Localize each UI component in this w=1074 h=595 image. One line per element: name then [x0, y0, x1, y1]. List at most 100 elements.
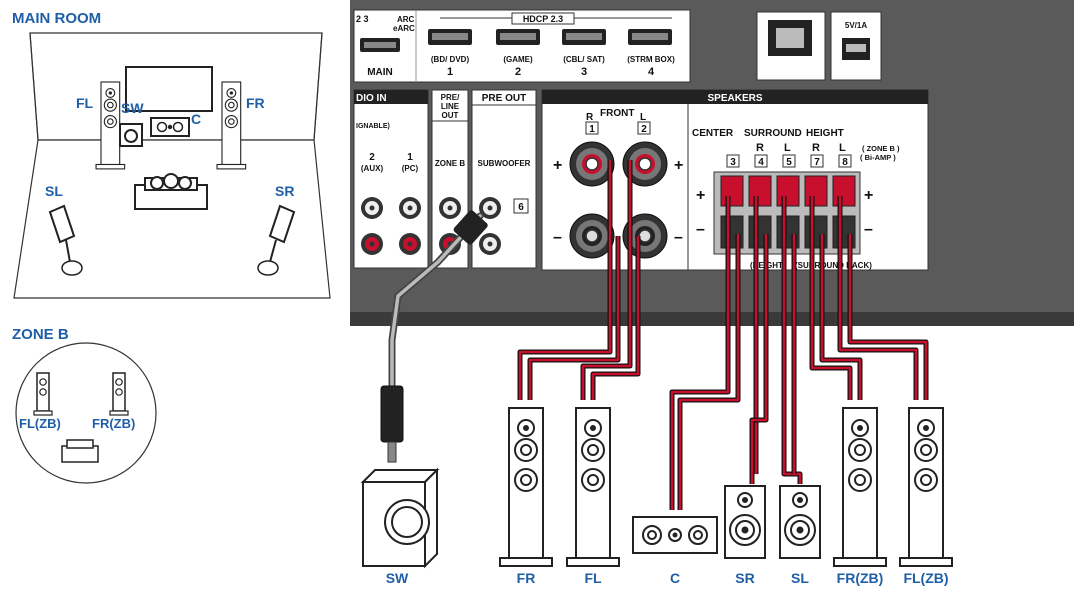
fr-label: FR — [246, 95, 265, 111]
label-fl: FL — [584, 570, 602, 586]
fr-zb-speaker-icon — [109, 372, 129, 416]
pc-rca-white[interactable] — [399, 197, 421, 219]
aux-rca-red[interactable] — [361, 233, 383, 255]
c-label: C — [191, 111, 201, 127]
hdmi-4-num: 4 — [648, 66, 655, 78]
fr-tower-speaker-icon — [499, 407, 553, 567]
spk-minus-left: – — [696, 221, 705, 238]
surround-l-letter: L — [784, 142, 791, 154]
hdmi-main-label: MAIN — [367, 67, 393, 78]
speaker-labels: SW FR FL C SR SL FR(ZB) FL(ZB) — [386, 570, 949, 586]
height-l-letter: L — [839, 142, 846, 154]
arc-text: ARC — [397, 15, 415, 24]
spk-plus-left: + — [696, 187, 705, 204]
sr-label: SR — [275, 183, 294, 199]
hdmi-1-num: 1 — [447, 66, 453, 78]
center-label: CENTER — [692, 128, 734, 139]
sw-speaker-icon — [119, 123, 143, 147]
hdmi-4-sub: (STRM BOX) — [627, 55, 675, 64]
front-minus-left: – — [553, 229, 562, 246]
label-c: C — [670, 570, 680, 586]
hdmi-port-4[interactable]: (STRM BOX) 4 — [627, 29, 675, 78]
hdmi-2-sub: (GAME) — [503, 55, 533, 64]
spring-terminal-block[interactable] — [713, 171, 861, 255]
ethernet-port[interactable] — [756, 11, 826, 81]
fl-tower-speaker-icon — [566, 407, 620, 567]
label-fr-zb: FR(ZB) — [837, 570, 884, 586]
audio-in-header: DIO IN — [356, 93, 387, 104]
subwoofer-rca[interactable] — [479, 197, 501, 219]
usb-label: 5V/1A — [845, 21, 867, 30]
subwoofer-label: SUBWOOFER — [478, 159, 531, 168]
fl-zb-tower-speaker-icon — [899, 407, 953, 567]
sofa-icon — [134, 173, 208, 210]
zone-b-diagram: ZONE B FL(ZB) FR(ZB) — [12, 326, 157, 484]
tv-icon — [125, 66, 213, 112]
hdmi-2-num: 2 — [515, 66, 521, 78]
main-room-title: MAIN ROOM — [12, 10, 101, 27]
fr-zb-tower-speaker-icon — [833, 407, 887, 567]
subwoofer-cable — [380, 210, 488, 463]
front-label: FRONT — [600, 108, 634, 119]
hdcp-label: HDCP 2.3 — [523, 14, 563, 24]
pc-rca-red[interactable] — [399, 233, 421, 255]
fr-zb-label: FR(ZB) — [92, 416, 135, 431]
c-speaker-icon — [150, 117, 190, 137]
front-l-num: 2 — [641, 124, 647, 135]
spk-minus-right: – — [864, 221, 873, 238]
ch-num-3: 3 — [730, 157, 736, 168]
channel-number-boxes: 3 4 5 7 8 — [726, 154, 852, 168]
speakers-header: SPEAKERS — [707, 93, 762, 104]
spk-plus-right: + — [864, 187, 873, 204]
hdmi-3-num: 3 — [581, 66, 587, 78]
label-sr: SR — [735, 570, 754, 586]
pre-line-out-2: LINE — [441, 102, 460, 111]
fl-zb-label: FL(ZB) — [19, 416, 61, 431]
hdmi-port-main[interactable]: MAIN — [360, 38, 400, 78]
aux-label: (AUX) — [361, 164, 384, 173]
subwoofer-num: 6 — [518, 202, 524, 213]
sr-speaker-icon — [257, 204, 296, 276]
zone-b-sofa-icon — [61, 439, 99, 463]
front-l-letter: L — [640, 112, 646, 123]
usb-port[interactable]: 5V/1A — [830, 11, 882, 81]
label-sl: SL — [791, 570, 809, 586]
assignable-text: IGNABLE) — [356, 123, 390, 130]
label-sw: SW — [386, 570, 409, 586]
zone-b-rca-white[interactable] — [439, 197, 461, 219]
pc-num: 1 — [407, 152, 413, 163]
aux-rca-white[interactable] — [361, 197, 383, 219]
sl-bookshelf-speaker-icon — [779, 485, 821, 559]
pre-line-out-1: PRE/ — [441, 93, 460, 102]
front-r-num: 1 — [589, 124, 595, 135]
front-r-plus-terminal[interactable] — [569, 141, 615, 187]
front-r-minus-terminal[interactable] — [569, 213, 615, 259]
subwoofer-rca-2[interactable] — [479, 233, 501, 255]
hdmi-port-1[interactable]: (BD/ DVD) 1 — [428, 29, 472, 78]
front-r-letter: R — [586, 112, 594, 123]
hdmi-1-sub: (BD/ DVD) — [431, 55, 470, 64]
front-plus-right: + — [674, 157, 683, 174]
biamp-note: ( Bi-AMP ) — [860, 153, 896, 162]
label-fr: FR — [517, 570, 536, 586]
receiver-rear-panel: 2 3 ARC eARC HDCP 2.3 MAIN (BD/ DVD) 1 (… — [350, 0, 1074, 326]
pre-out-header: PRE OUT — [482, 93, 526, 104]
zone-b-out-label: ZONE B — [435, 159, 465, 168]
speaker-wires — [517, 160, 929, 510]
hdmi-port-2[interactable]: (GAME) 2 — [496, 29, 540, 78]
subwoofer-speaker-icon — [360, 467, 440, 569]
surround-back-label: (SURROUND BACK) — [795, 261, 872, 270]
earc-text: eARC — [393, 24, 415, 33]
ch-num-7: 7 — [814, 157, 820, 168]
sl-label: SL — [45, 183, 63, 199]
surround-label: SURROUND — [744, 128, 802, 139]
ch-num-8: 8 — [842, 157, 848, 168]
surround-r-letter: R — [756, 142, 764, 154]
fl-label: FL — [76, 95, 94, 111]
hdmi-port-3[interactable]: (CBL/ SAT) 3 — [562, 29, 606, 78]
front-minus-right: – — [674, 229, 683, 246]
pre-line-out-3: OUT — [442, 111, 459, 120]
hdmi-top-left-text: 2 3 — [356, 14, 369, 24]
hdmi-3-sub: (CBL/ SAT) — [563, 55, 605, 64]
